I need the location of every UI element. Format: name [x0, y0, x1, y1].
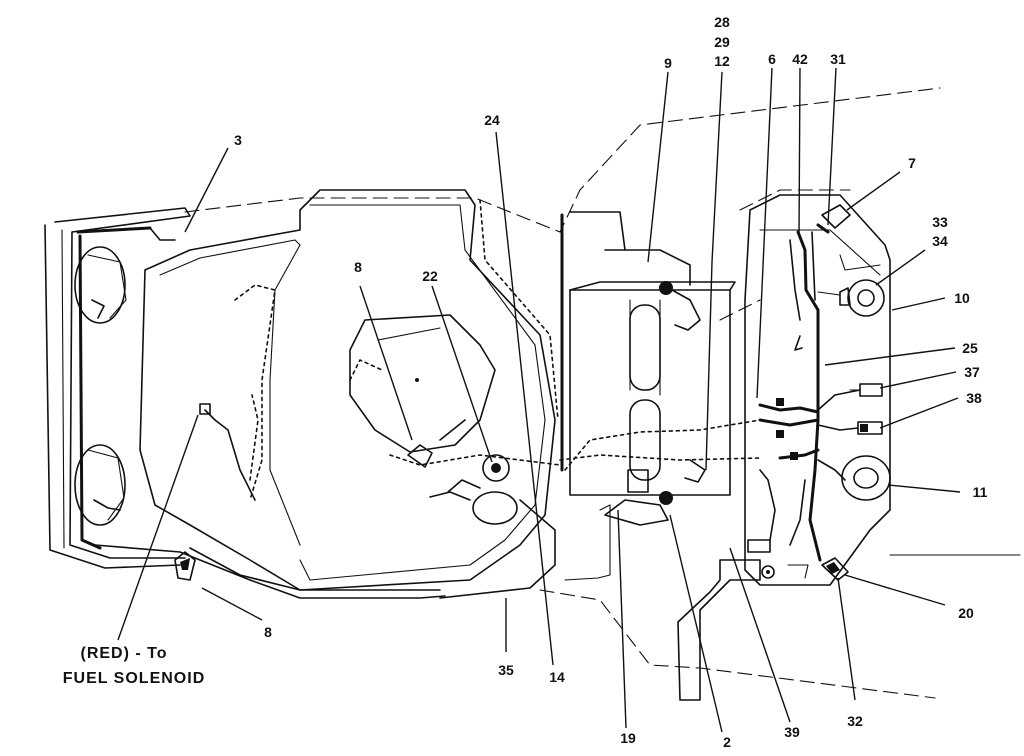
fuel-solenoid-caption: (RED) - To FUEL SOLENOID	[63, 645, 206, 687]
leader-lines	[117, 67, 961, 733]
callout-20: 20	[958, 605, 974, 621]
lower-bracket	[677, 559, 809, 701]
callout-11: 11	[973, 484, 988, 500]
lower-harness-route	[94, 544, 446, 599]
battery-cable-upper	[569, 211, 626, 251]
callout-8-bottom: 8	[264, 624, 272, 640]
red-wire-fuel-solenoid	[199, 403, 256, 501]
ignition-switch	[817, 279, 885, 317]
fuel-valve-assembly	[407, 419, 556, 599]
caption-line-2: FUEL SOLENOID	[63, 670, 206, 687]
callout-12: 12	[714, 53, 730, 69]
caption-line-1: (RED) - To	[80, 645, 167, 662]
hood-perimeter-lower	[539, 589, 936, 699]
clamp-8-lower	[174, 551, 196, 581]
callout-6: 6	[768, 51, 776, 67]
callout-7: 7	[908, 155, 916, 171]
connector-7	[816, 204, 851, 234]
callout-10: 10	[954, 290, 970, 306]
connector-32	[821, 557, 849, 581]
hood-perimeter-right	[719, 189, 851, 321]
seat-pan	[349, 314, 496, 453]
callout-9: 9	[664, 55, 672, 71]
connector-39	[747, 539, 771, 553]
callout-29: 29	[714, 34, 730, 50]
callout-2: 2	[723, 734, 731, 750]
callout-14: 14	[549, 669, 565, 685]
fuel-tank-body	[139, 189, 559, 591]
callout-3: 3	[234, 132, 242, 148]
light-switch	[841, 455, 891, 501]
headlight-upper	[74, 246, 127, 324]
callout-22: 22	[422, 268, 438, 284]
connector-37	[849, 383, 883, 397]
regulator	[604, 459, 706, 526]
callout-37: 37	[964, 364, 980, 380]
callout-32: 32	[847, 713, 863, 729]
callout-35: 35	[498, 662, 514, 678]
callout-labels: 3 8 8 22 24 9 28 29 12 6 42 31 7 33 34 1…	[234, 14, 988, 750]
main-harness	[758, 230, 861, 562]
callout-31: 31	[830, 51, 846, 67]
bracket-rail	[564, 504, 611, 581]
callout-34: 34	[932, 233, 948, 249]
front-hood-outline	[44, 207, 191, 569]
connector-38	[857, 421, 883, 435]
callout-33: 33	[932, 214, 948, 230]
battery-cable-route	[559, 419, 761, 471]
battery	[569, 249, 736, 505]
headlight-lower	[74, 444, 126, 526]
hood-perimeter	[184, 87, 941, 233]
callout-42: 42	[792, 51, 808, 67]
callout-28: 28	[714, 14, 730, 30]
lower-harness-route-b	[189, 547, 441, 591]
callout-39: 39	[784, 724, 800, 740]
callout-38: 38	[966, 390, 982, 406]
callout-25: 25	[962, 340, 978, 356]
callout-19: 19	[620, 730, 636, 746]
callout-24: 24	[484, 112, 500, 128]
harness-route-tank	[234, 284, 276, 501]
harness-route-seat	[349, 359, 561, 466]
callout-8-top: 8	[354, 259, 362, 275]
